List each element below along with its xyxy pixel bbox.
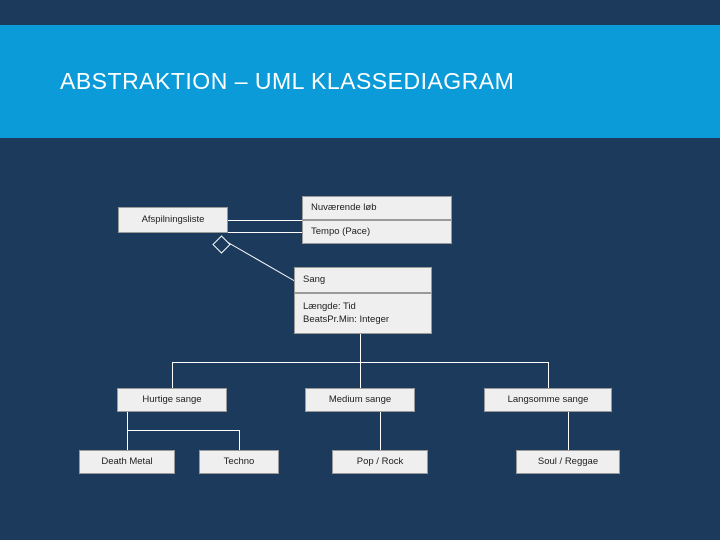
class-box-techno[interactable]: Techno [199, 450, 279, 474]
class-box-sang-attributes[interactable]: Længde: Tid BeatsPr.Min: Integer [294, 293, 432, 334]
class-box-label: Sang [303, 273, 326, 285]
class-box-label: Medium sange [328, 393, 392, 405]
class-box-label: Soul / Reggae [537, 455, 599, 467]
class-box-soul-reggae[interactable]: Soul / Reggae [516, 450, 620, 474]
connector-bus-to-hurtige [172, 362, 173, 388]
title-band [0, 25, 720, 138]
connector-hurtige-to-techno [239, 430, 240, 450]
connector-medium-to-poprock [380, 412, 381, 450]
class-box-label: Techno [223, 455, 255, 467]
connector-bus-to-medium [360, 362, 361, 388]
class-box-afspilningsliste[interactable]: Afspilningsliste [118, 207, 228, 233]
connector-afspilningsliste-to-tempo [228, 232, 302, 233]
page-title: ABSTRAKTION – UML KLASSEDIAGRAM [60, 68, 515, 94]
class-box-langsomme-sange[interactable]: Langsomme sange [484, 388, 612, 412]
class-box-attributes-label: Længde: Tid BeatsPr.Min: Integer [303, 300, 390, 325]
class-box-label: Langsomme sange [507, 393, 589, 405]
connector-langsomme-to-soulreggae [568, 412, 569, 450]
class-box-death-metal[interactable]: Death Metal [79, 450, 175, 474]
class-box-nuvaerende-lob[interactable]: Nuværende løb [302, 196, 452, 220]
connector-sang-down [360, 334, 361, 362]
connector-hurtige-down [127, 412, 128, 450]
aggregation-diamond [212, 235, 231, 254]
class-box-label: Afspilningsliste [141, 213, 205, 225]
class-box-label: Nuværende løb [311, 201, 377, 213]
class-box-tempo-pace[interactable]: Tempo (Pace) [302, 220, 452, 244]
connector-afspilningsliste-to-sang [227, 242, 298, 283]
class-box-label: Pop / Rock [356, 455, 404, 467]
connector-bus-to-langsomme [548, 362, 549, 388]
connector-hurtige-bus [127, 430, 239, 431]
class-box-label: Death Metal [101, 455, 153, 467]
connector-afspilningsliste-to-nuvaerende [228, 220, 302, 221]
class-box-label: Tempo (Pace) [311, 225, 371, 237]
class-box-medium-sange[interactable]: Medium sange [305, 388, 415, 412]
class-box-sang[interactable]: Sang [294, 267, 432, 293]
class-box-pop-rock[interactable]: Pop / Rock [332, 450, 428, 474]
class-box-hurtige-sange[interactable]: Hurtige sange [117, 388, 227, 412]
class-box-label: Hurtige sange [142, 393, 202, 405]
